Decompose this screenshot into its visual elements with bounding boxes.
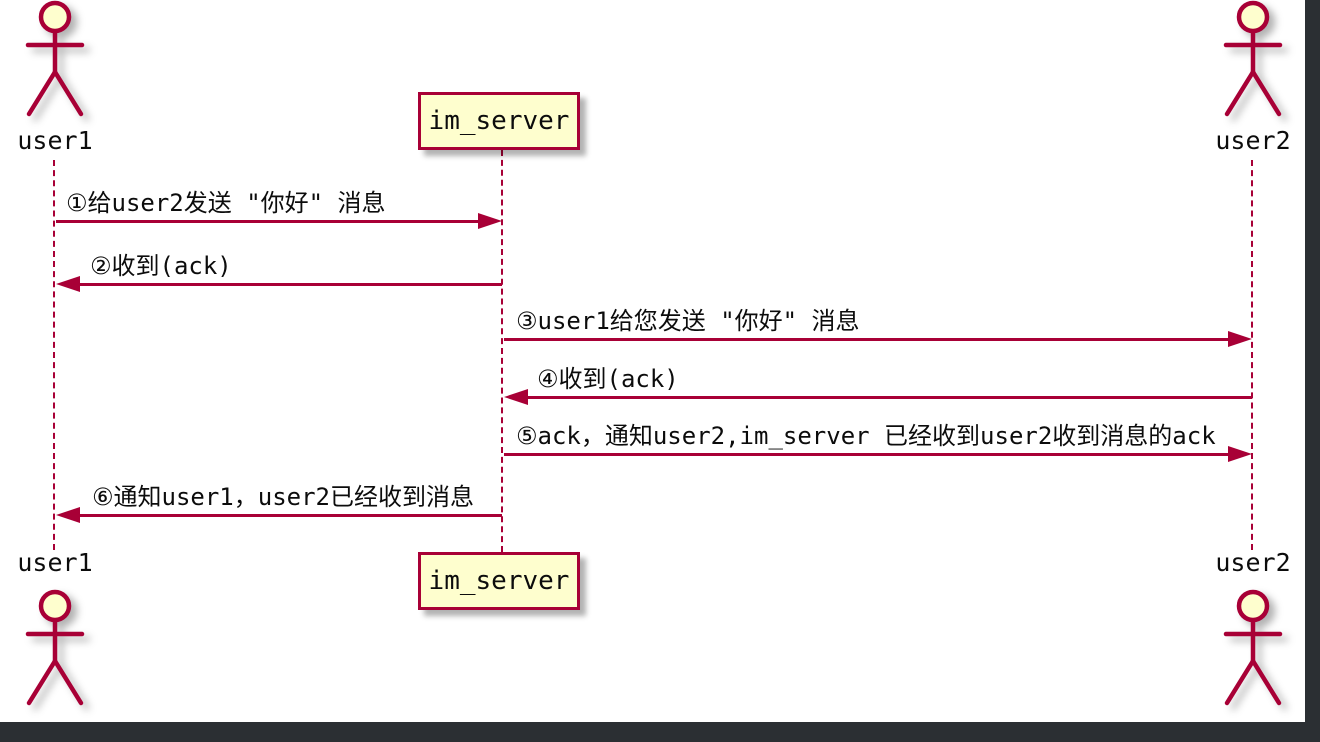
message-2-line: [80, 283, 502, 286]
participant-im-server-top-label: im_server: [428, 106, 570, 136]
participant-im-server-top: im_server: [418, 92, 580, 150]
participant-im-server-bottom: im_server: [418, 552, 580, 610]
lifeline-user1: [53, 160, 55, 550]
actor-user2-top-label: user2: [1215, 126, 1291, 155]
message-4-line: [528, 396, 1252, 399]
message-5-arrowhead-icon: [1228, 446, 1252, 462]
stick-figure-icon: [25, 589, 85, 706]
window-edge-right: [1305, 0, 1320, 742]
message-6-label: ⑥通知user1，user2已经收到消息: [92, 483, 475, 511]
message-1-arrowhead-icon: [478, 213, 502, 229]
stick-figure-icon: [25, 0, 85, 117]
stick-figure-icon: [1223, 589, 1283, 706]
message-4-arrowhead-icon: [504, 389, 528, 405]
actor-user2-top-figure: [1218, 0, 1288, 118]
message-5-line: [504, 453, 1228, 456]
message-3-line: [504, 338, 1228, 341]
actor-user2-bottom-label: user2: [1215, 548, 1291, 577]
actor-user1-top-figure: [20, 0, 90, 118]
message-1-label: ①给user2发送 "你好" 消息: [66, 189, 386, 217]
stick-figure-icon: [1223, 0, 1283, 117]
message-6-arrowhead-icon: [56, 507, 80, 523]
message-4-label: ④收到(ack): [537, 365, 679, 393]
participant-im-server-bottom-label: im_server: [428, 566, 570, 596]
message-2-label: ②收到(ack): [90, 252, 232, 280]
message-3-arrowhead-icon: [1228, 331, 1252, 347]
lifeline-user2: [1251, 160, 1253, 550]
message-5-label: ⑤ack，通知user2,im_server 已经收到user2收到消息的ack: [516, 422, 1216, 450]
window-edge-bottom: [0, 722, 1320, 742]
message-1-line: [56, 220, 478, 223]
message-3-label: ③user1给您发送 "你好" 消息: [516, 307, 860, 335]
message-6-line: [80, 514, 502, 517]
actor-user2-bottom-figure: [1218, 589, 1288, 707]
lifeline-im-server: [501, 150, 503, 552]
actor-user1-bottom-label: user1: [17, 548, 93, 577]
actor-user1-top-label: user1: [17, 126, 93, 155]
actor-user1-bottom-figure: [20, 589, 90, 707]
message-2-arrowhead-icon: [56, 276, 80, 292]
